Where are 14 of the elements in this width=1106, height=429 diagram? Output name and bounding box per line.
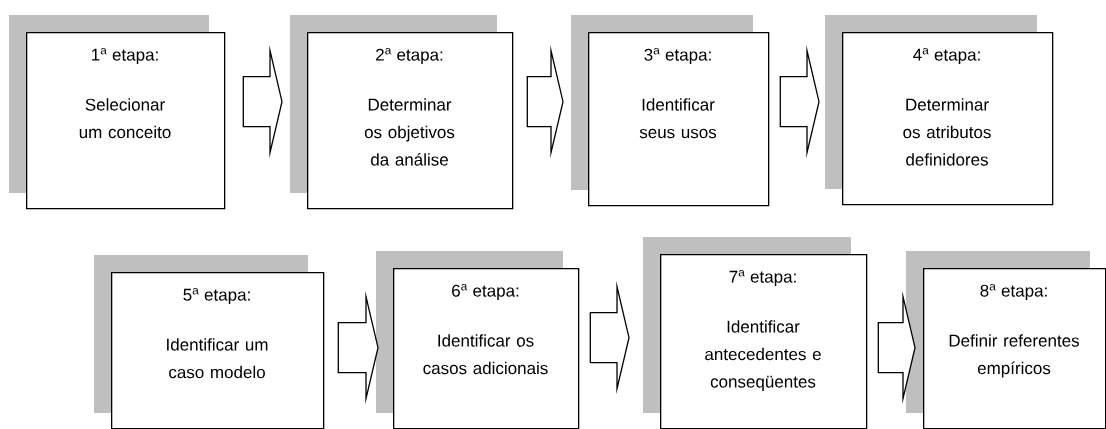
step-box: 2$^{a}$ etapa: Determinar os objetivos da análise	[290, 15, 514, 210]
block-arrow	[526, 45, 564, 159]
step-box: 8$^{a}$ etapa: Definir referentes empíricos	[906, 251, 1106, 429]
step-box: 1$^{a}$ etapa: Selecionar um conceito	[9, 15, 226, 210]
step-box: 7$^{a}$ etapa: Identificar antecedentes e conseqüentes	[643, 237, 868, 429]
step-box: 3$^{a}$ etapa: Identificar seus usos	[571, 15, 770, 207]
block-arrow	[242, 45, 283, 159]
block-arrow	[337, 291, 379, 405]
block-arrow	[589, 281, 630, 395]
step-box: 6$^{a}$ etapa: Identificar os casos adicionais	[376, 251, 580, 429]
block-arrow	[779, 45, 820, 159]
step-box: 4$^{a}$ etapa: Determinar os atributos definidores	[825, 15, 1054, 206]
step-box: 5$^{a}$ etapa: Identificar um caso modelo	[94, 255, 325, 429]
block-arrow	[877, 291, 916, 405]
